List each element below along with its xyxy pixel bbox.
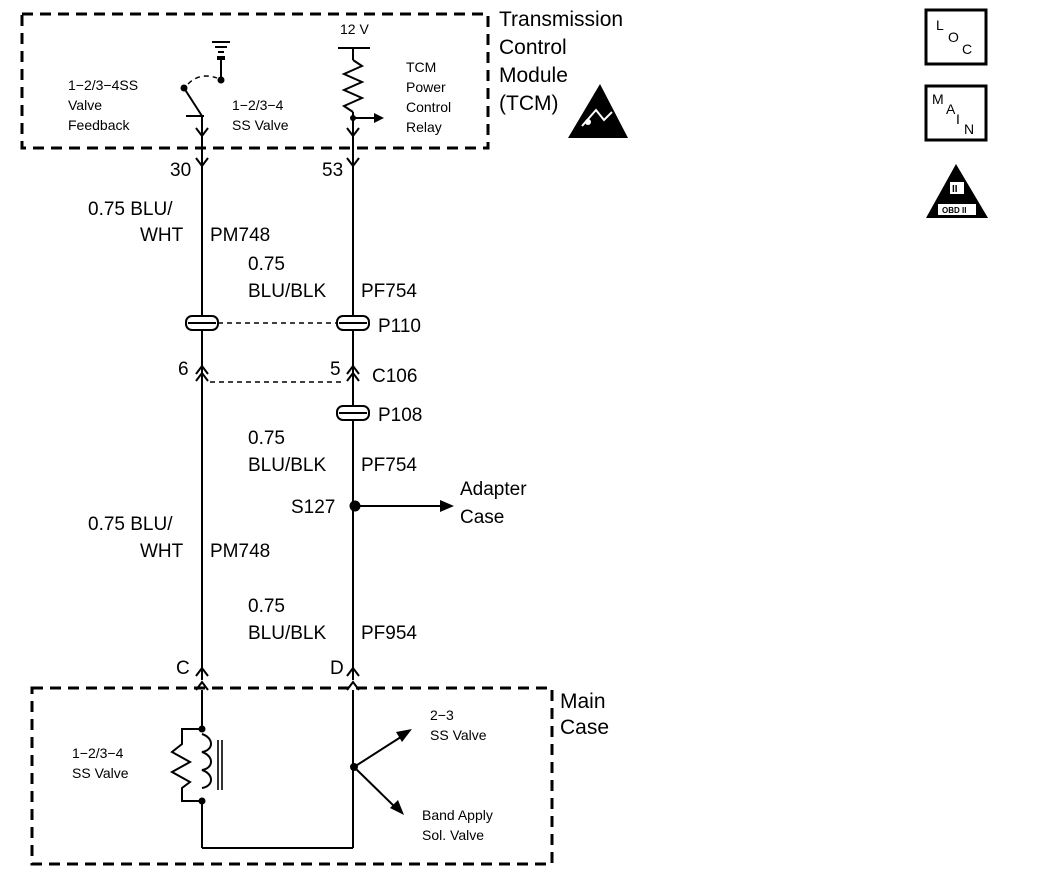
loc-badge[interactable]: L O C [924,8,988,66]
band-label-line2: Sol. Valve [422,827,484,843]
esd-warning-icon [568,84,628,138]
main-case-box [30,686,554,866]
solenoid-label-line2: SS Valve [72,765,129,781]
tcm-ss-valve-label-line2: SS Valve [232,117,289,133]
wire-upper-left-circuit: PM748 [210,225,270,246]
feedback-label-line3: Feedback [68,117,130,133]
c106-pin-6: 6 [178,359,189,380]
wire-lower-right-line1: 0.75 [248,596,285,617]
relay-resistor [341,48,384,152]
main-case-label-line1: Main [560,690,606,713]
svg-text:O: O [948,29,959,45]
feedback-label-line2: Valve [68,97,102,113]
feedback-label-line1: 1−2/3−4SS [68,77,138,93]
s127-label: S127 [291,497,335,518]
svg-text:OBD II: OBD II [942,206,966,215]
relay-label-line1: TCM [406,59,436,75]
wire-upper-right-line1: 0.75 [248,254,285,275]
ss-valve-switch [180,75,225,152]
ss-valve-solenoid [169,690,354,849]
tcm-title-line3: Module [499,64,568,87]
tcm-title-line1: Transmission [499,8,623,31]
relay-label-line3: Control [406,99,451,115]
svg-text:M: M [932,91,944,107]
ss23-arrow [396,729,412,742]
tcm-pin-53: 53 [322,160,343,181]
p110-label: P110 [378,316,421,337]
relay-label-line4: Relay [406,119,442,135]
wire-lower-left-line1: 0.75 BLU/ [88,514,173,535]
svg-text:A: A [946,101,956,117]
obd-ii-badge[interactable]: II OBD II [926,164,988,218]
p110-passthrough [185,315,370,331]
main-badge[interactable]: M A I N [924,84,988,142]
c106-pin-5: 5 [330,359,341,380]
svg-text:II: II [952,184,958,195]
svg-text:I: I [956,111,960,127]
main-case-pin-c: C [176,658,190,679]
wire-lower-right-line2: BLU/BLK [248,623,326,644]
p108-passthrough [336,405,370,421]
band-arrow [390,800,404,815]
band-branch [353,766,397,809]
tcm-title-line2: Control [499,36,567,59]
tcm-title: Transmission Control Module (TCM) [499,8,623,115]
wire-upper-left-line1: 0.75 BLU/ [88,199,173,220]
ground-icon [212,41,230,78]
p108-label: P108 [378,405,422,426]
wire-mid-right-line1: 0.75 [248,428,285,449]
voltage-label: 12 V [340,21,369,37]
ss23-label-line2: SS Valve [430,727,487,743]
ss23-branch [353,734,405,768]
tcm-title-line4: (TCM) [499,92,558,115]
wire-upper-right-line2: BLU/BLK [248,281,326,302]
main-case-label-line2: Case [560,716,609,739]
wire-mid-right-circuit: PF754 [361,455,417,476]
relay-label-line2: Power [406,79,446,95]
adapter-case-arrow [440,500,454,512]
svg-text:C: C [962,41,972,57]
wire-lower-right-circuit: PF954 [361,623,417,644]
tcm-box [20,12,490,150]
wire-lower-left-line2: WHT [140,541,184,562]
band-label-line1: Band Apply [422,807,493,823]
wire-lower-left-circuit: PM748 [210,541,270,562]
adapter-label-line1: Adapter [460,479,527,500]
tcm-ss-valve-label-line1: 1−2/3−4 [232,97,284,113]
wire-upper-right-circuit: PF754 [361,281,417,302]
adapter-label-line2: Case [460,507,504,528]
main-case-pin-d: D [330,658,344,679]
svg-text:N: N [964,121,974,137]
c106-label: C106 [372,366,417,387]
tcm-pin-30: 30 [170,160,191,181]
svg-text:L: L [936,17,944,33]
solenoid-label-line1: 1−2/3−4 [72,745,124,761]
c106-connector [195,364,360,383]
wire-upper-left-line2: WHT [140,225,184,246]
wire-mid-right-line2: BLU/BLK [248,455,326,476]
ss23-label-line1: 2−3 [430,707,454,723]
